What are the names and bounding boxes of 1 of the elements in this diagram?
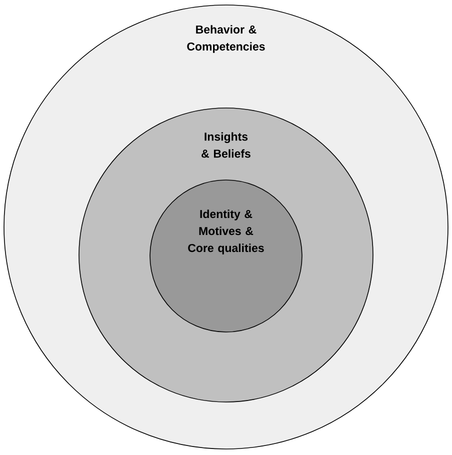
circle-node: Identity & Motives & Core qualities: [150, 180, 302, 332]
